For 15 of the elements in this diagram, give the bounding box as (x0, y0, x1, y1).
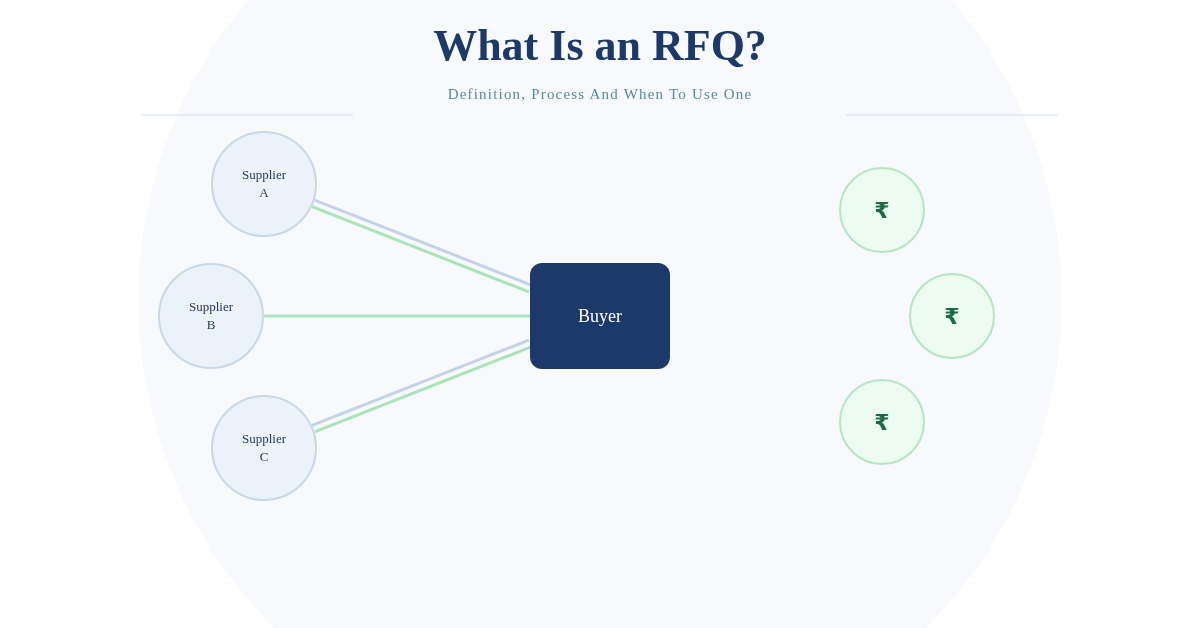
connector-line (311, 338, 530, 427)
title: What Is an RFQ? (432, 20, 768, 71)
supplier-label: Supplier A (240, 166, 288, 202)
rupee-symbol: ₹ (874, 409, 890, 435)
supplier-label: Supplier C (240, 430, 288, 466)
supplier-label: Supplier B (187, 298, 235, 334)
rupee-symbol: ₹ (944, 303, 960, 329)
buyer-label: Buyer (578, 305, 622, 327)
rupee-symbol: ₹ (874, 197, 890, 223)
connector-line (314, 198, 532, 287)
connector-line (314, 345, 532, 434)
connector-line (264, 314, 530, 318)
buyer-box (530, 263, 670, 369)
connector-line (311, 205, 530, 294)
subtitle: Definition, Process And When To Use One (446, 86, 754, 103)
